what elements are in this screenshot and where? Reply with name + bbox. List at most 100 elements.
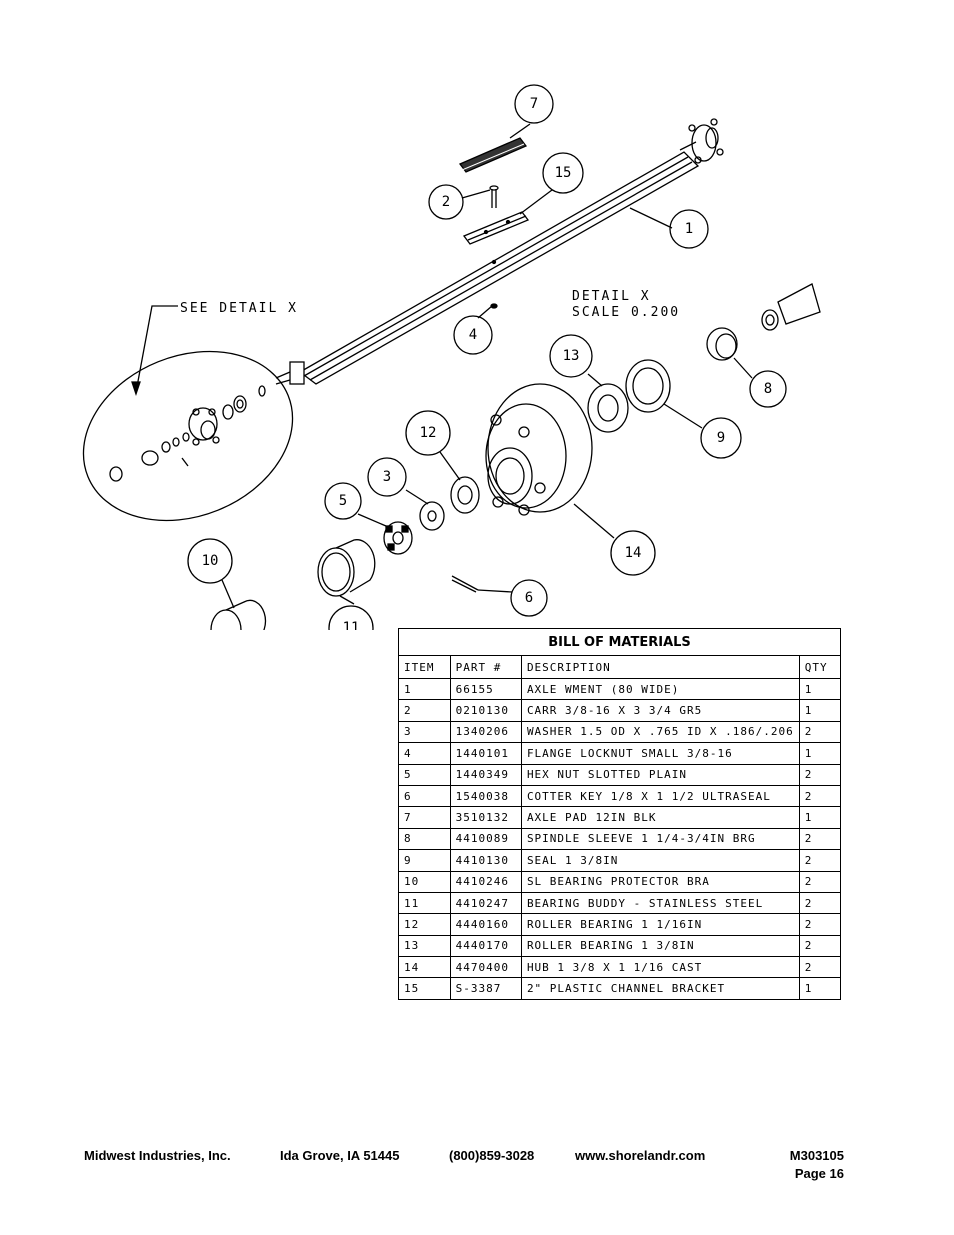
callout-12: 12 [420,425,437,441]
bom-header-item: ITEM [398,655,451,679]
bom-description-cell: FLANGE LOCKNUT SMALL 3/8-16 [520,742,800,765]
callout-1: 1 [685,221,693,237]
callout-8: 8 [764,381,772,397]
footer-page-number: Page 16 [794,1166,844,1181]
bom-item-cell: 1 [398,677,451,701]
bom-description-cell: SPINDLE SLEEVE 1 1/4-3/4IN BRG [520,827,800,851]
see-detail-label: SEE DETAIL X [180,301,298,316]
callout-2: 2 [442,194,450,210]
bom-description-cell: 2" PLASTIC CHANNEL BRACKET [520,977,800,1000]
callout-15: 15 [555,165,572,181]
callout-circles [187,84,787,630]
bom-part-cell: 4410089 [449,827,522,851]
bom-header-qty: QTY [798,655,842,679]
bom-header-description: DESCRIPTION [520,655,800,679]
bom-description-cell: AXLE PAD 12IN BLK [520,806,800,829]
bom-part-cell: 1340206 [449,720,522,744]
bom-qty-cell: 1 [798,677,842,701]
bom-item-cell: 12 [398,913,451,936]
detail-scale: SCALE 0.200 [572,305,680,320]
bom-title: BILL OF MATERIALS [398,628,841,656]
bom-item-cell: 9 [398,849,451,872]
callout-5: 5 [339,493,347,509]
bom-qty-cell: 1 [798,742,842,765]
bom-part-cell: 4440160 [449,913,522,936]
washer-part [419,501,445,531]
footer-doc-number: M303105 [789,1148,844,1163]
bom-qty-cell: 2 [798,784,842,808]
bom-item-cell: 4 [398,742,451,765]
callout-14: 14 [625,545,642,561]
bom-item-cell: 7 [398,806,451,829]
bom-item-cell: 15 [398,977,451,1000]
bearing-buddy-part [317,539,376,597]
callout-3: 3 [383,469,391,485]
roller-bearing-large-part [587,383,629,433]
bom-part-cell: 4410130 [449,849,522,872]
axle-pad-part [458,137,528,173]
bom-description-cell: SEAL 1 3/8IN [520,849,800,872]
bom-description-cell: CARR 3/8-16 X 3 3/4 GR5 [520,699,800,722]
bom-part-cell: 4470400 [449,956,522,979]
bom-item-cell: 6 [398,784,451,808]
bom-description-cell: BEARING BUDDY - STAINLESS STEEL [520,891,800,915]
callout-leaders [221,123,753,609]
slotted-nut-part [383,521,413,555]
carriage-bolt-part [489,185,499,208]
bearing-protector-part [210,599,267,630]
page-footer: Midwest Industries, Inc. Ida Grove, IA 5… [84,1148,844,1188]
bom-part-cell: 4440170 [449,934,522,958]
bom-part-cell: S-3387 [449,977,522,1000]
footer-location: Ida Grove, IA 51445 [280,1148,400,1163]
callout-11: 11 [343,620,360,630]
spindle-sleeve-part [761,283,821,331]
locknut-part [490,303,498,309]
bom-description-cell: HUB 1 3/8 X 1 1/16 CAST [520,956,800,979]
bom-qty-cell: 2 [798,956,842,979]
detail-title: DETAIL X [572,289,651,304]
bom-part-cell: 1540038 [449,784,522,808]
callout-6: 6 [525,590,533,606]
seal-part [706,327,738,361]
seal-1-3-8-part [625,359,671,413]
footer-website[interactable]: www.shorelandr.com [575,1148,706,1163]
bom-qty-cell: 1 [798,977,842,1000]
cotter-key-part [451,575,479,593]
bom-item-cell: 2 [398,699,451,722]
bom-qty-cell: 2 [798,763,842,786]
bom-description-cell: ROLLER BEARING 1 3/8IN [520,934,800,958]
bom-part-cell: 4410246 [449,870,522,893]
callout-10: 10 [202,553,219,569]
bom-item-cell: 10 [398,870,451,893]
bom-qty-cell: 2 [798,720,842,744]
bom-qty-cell: 2 [798,934,842,958]
footer-company: Midwest Industries, Inc. [84,1148,231,1163]
axle-exploded-diagram: 7 15 2 1 4 13 8 9 12 3 5 14 10 11 6 SEE … [82,84,821,630]
bom-qty-cell: 2 [798,891,842,915]
bom-qty-cell: 2 [798,827,842,851]
bom-part-cell: 3510132 [449,806,522,829]
bom-part-cell: 66155 [449,677,522,701]
bom-description-cell: WASHER 1.5 OD X .765 ID X .186/.206 [520,720,800,744]
roller-bearing-small-part [450,476,480,514]
hub-part [485,383,593,516]
bom-description-cell: HEX NUT SLOTTED PLAIN [520,763,800,786]
callout-13: 13 [563,348,580,364]
bom-description-cell: COTTER KEY 1/8 X 1 1/2 ULTRASEAL [520,784,800,808]
bill-of-materials-table: BILL OF MATERIALS ITEM PART # DESCRIPTIO… [398,628,842,1000]
bom-qty-cell: 1 [798,806,842,829]
callout-4: 4 [469,327,477,343]
